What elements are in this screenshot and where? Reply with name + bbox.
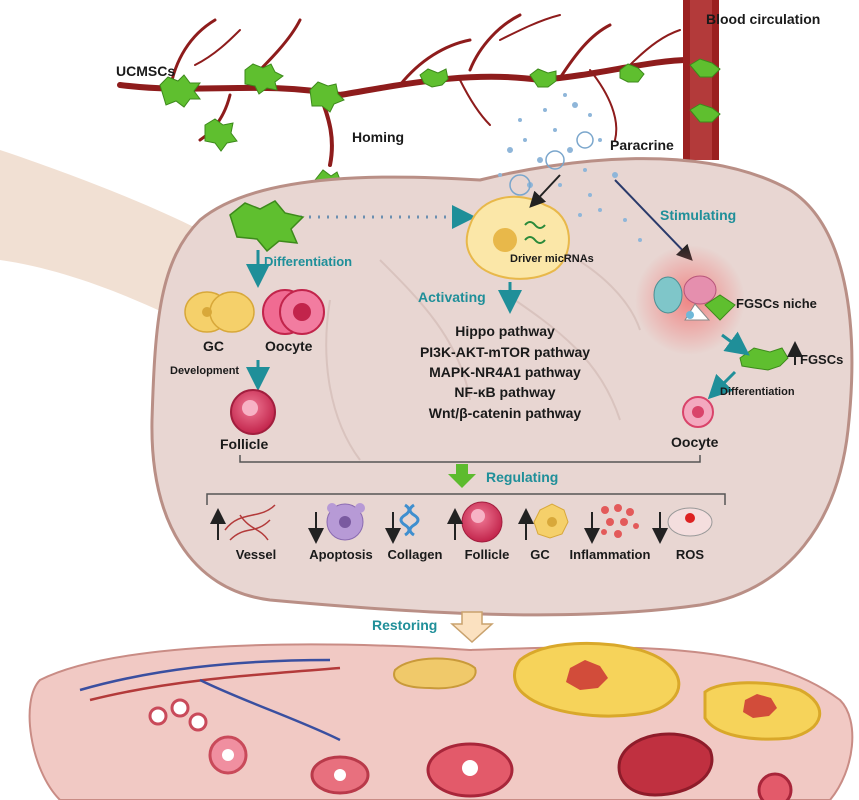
vessel-icon xyxy=(224,504,276,541)
ros-icon xyxy=(667,507,713,537)
outcome-label: Collagen xyxy=(388,547,443,562)
paracrine-arrow-to-cell xyxy=(529,174,561,208)
outcome-label: ROS xyxy=(676,547,705,562)
fgscs-cell xyxy=(739,347,789,371)
restored-ovary-vessels xyxy=(79,658,341,742)
vessel-network xyxy=(117,13,693,167)
driver-micrnas-label: Driver micRNAs xyxy=(510,253,594,265)
exosome-rings xyxy=(509,131,594,196)
ucmsc-cell xyxy=(229,200,305,253)
regulating-arrow xyxy=(448,464,476,488)
target-cell xyxy=(465,195,570,280)
fgscs-niche-cells xyxy=(653,275,736,321)
ucmscs-label: UCMSCs xyxy=(116,63,175,79)
oocyte-right-cell xyxy=(682,396,714,428)
fgscs-niche-label: FGSCs niche xyxy=(736,296,817,311)
follicle-left-label: Follicle xyxy=(220,436,268,452)
inflammation-icon xyxy=(601,504,639,538)
outcome-label: Follicle xyxy=(465,547,510,562)
restored-follicles xyxy=(148,698,793,800)
development-label: Development xyxy=(170,365,239,377)
regulating-label: Regulating xyxy=(486,469,558,485)
pathway-item: Hippo pathway xyxy=(455,323,555,339)
pathway-list: Hippo pathway PI3K-AKT-mTOR pathway MAPK… xyxy=(420,323,590,421)
fgscs-label: FGSCs xyxy=(800,352,843,367)
gc-label: GC xyxy=(203,338,224,354)
ucmscs-cells xyxy=(159,58,721,195)
outcome-label: Vessel xyxy=(236,547,277,562)
restoring-label: Restoring xyxy=(372,617,437,633)
restoring-arrow xyxy=(450,611,494,644)
follicle-outcome-icon xyxy=(461,501,503,543)
corpus-luteum xyxy=(393,641,822,741)
paracrine-vesicles xyxy=(498,93,642,242)
pathway-item: MAPK-NR4A1 pathway xyxy=(429,364,581,380)
outcome-label: GC xyxy=(530,547,550,562)
outcomes-bracket xyxy=(206,493,726,505)
oocyte-left-cells xyxy=(262,289,325,335)
outcome-arrows xyxy=(210,508,668,544)
outcome-label: Inflammation xyxy=(570,547,651,562)
ovarian-ligament xyxy=(0,150,200,330)
differentiation-left-label: Differentiation xyxy=(264,254,352,269)
homing-label: Homing xyxy=(352,129,404,145)
oocyte-right-label: Oocyte xyxy=(671,434,719,450)
paracrine-label: Paracrine xyxy=(610,137,674,153)
pathway-item: NF-κB pathway xyxy=(454,384,555,400)
gc-outcome-icon xyxy=(533,503,569,539)
oocyte-left-label: Oocyte xyxy=(265,338,313,354)
apoptosis-icon xyxy=(326,503,365,541)
regulating-connector xyxy=(239,455,701,463)
stimulating-arrow xyxy=(614,179,693,261)
stimulating-label: Stimulating xyxy=(660,207,736,223)
activating-label: Activating xyxy=(418,289,486,305)
pathway-item: PI3K-AKT-mTOR pathway xyxy=(420,344,590,360)
outcome-labels: Vessel Apoptosis Collagen Follicle GC In… xyxy=(236,547,705,562)
follicle-left-cell xyxy=(230,389,276,435)
pathway-item: Wnt/β-catenin pathway xyxy=(429,405,582,421)
collagen-icon xyxy=(399,503,420,537)
outcome-label: Apoptosis xyxy=(309,547,373,562)
gc-cells xyxy=(184,291,255,333)
blood-circulation-label: Blood circulation xyxy=(706,11,820,27)
differentiation-right-label: Differentiation xyxy=(720,386,795,398)
